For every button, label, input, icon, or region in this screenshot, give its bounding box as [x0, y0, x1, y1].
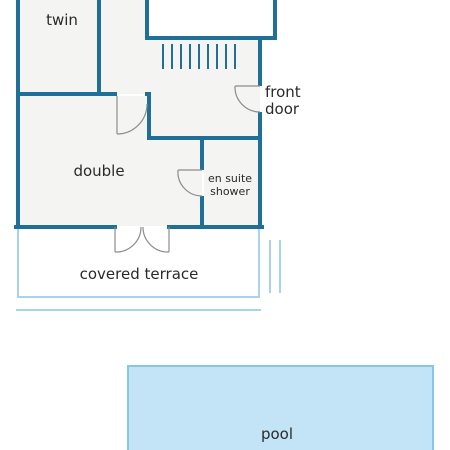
top-room [147, 0, 275, 38]
label-double: double [73, 162, 124, 180]
walls [14, 0, 277, 229]
ensuite-floor [204, 140, 259, 226]
terrace-outline [17, 229, 260, 298]
twin-door [116, 96, 148, 135]
pool [127, 365, 434, 450]
label-ensuite-1: en suite [208, 172, 252, 185]
label-covered-terrace: covered terrace [80, 265, 199, 283]
label-front-door-2: door [265, 100, 300, 118]
double-room-floor [18, 96, 202, 226]
label-twin: twin [46, 11, 78, 29]
front-door [234, 85, 261, 113]
twin-room-floor [18, 0, 99, 94]
doors [114, 85, 261, 253]
terrace-double-door [114, 226, 170, 253]
room-labels: twin double en suite shower front door c… [46, 11, 301, 443]
label-ensuite-2: shower [210, 185, 250, 198]
covered-terrace [16, 229, 281, 311]
ensuite-door [177, 169, 203, 197]
label-front-door-1: front [265, 83, 301, 101]
stairs [162, 44, 236, 69]
label-pool: pool [261, 425, 293, 443]
